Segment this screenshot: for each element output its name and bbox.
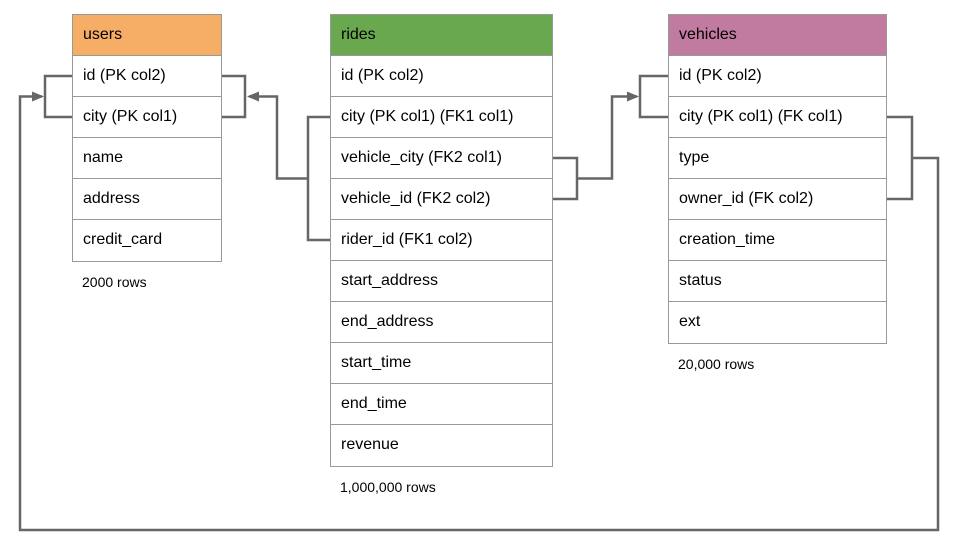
column-row: status bbox=[669, 261, 886, 302]
column-row: city (PK col1) (FK1 col1) bbox=[331, 97, 552, 138]
column-row: name bbox=[73, 138, 221, 179]
column-row: vehicle_id (FK2 col2) bbox=[331, 179, 552, 220]
fk-loop-arrow-line bbox=[18, 91, 940, 532]
fk-users-bracket-line bbox=[43, 74, 72, 119]
column-row: id (PK col2) bbox=[669, 56, 886, 97]
fk2-vehicles-bracket-line bbox=[638, 74, 668, 119]
fk2-arrow-line bbox=[577, 91, 639, 180]
column-row: address bbox=[73, 179, 221, 220]
table-rides-columns: id (PK col2)city (PK col1) (FK1 col1)veh… bbox=[331, 56, 552, 466]
table-users-row-count: 2000 rows bbox=[82, 274, 147, 290]
column-row: end_time bbox=[331, 384, 552, 425]
column-row: end_address bbox=[331, 302, 552, 343]
table-rides-row-count: 1,000,000 rows bbox=[340, 479, 436, 495]
column-row: creation_time bbox=[669, 220, 886, 261]
table-vehicles: vehicles id (PK col2)city (PK col1) (FK … bbox=[668, 14, 887, 372]
table-rides-box: rides id (PK col2)city (PK col1) (FK1 co… bbox=[330, 14, 553, 467]
fk-vehicles-bracket-line bbox=[887, 115, 914, 201]
column-row: owner_id (FK col2) bbox=[669, 179, 886, 220]
column-row: vehicle_city (FK2 col1) bbox=[331, 138, 552, 179]
table-rides-header: rides bbox=[331, 15, 552, 56]
column-row: start_time bbox=[331, 343, 552, 384]
column-row: ext bbox=[669, 302, 886, 343]
column-row: id (PK col2) bbox=[331, 56, 552, 97]
column-row: id (PK col2) bbox=[73, 56, 221, 97]
column-row: city (PK col1) (FK col1) bbox=[669, 97, 886, 138]
column-row: rider_id (FK1 col2) bbox=[331, 220, 552, 261]
table-vehicles-columns: id (PK col2)city (PK col1) (FK col1)type… bbox=[669, 56, 886, 343]
column-row: city (PK col1) bbox=[73, 97, 221, 138]
table-vehicles-row-count: 20,000 rows bbox=[678, 356, 755, 372]
column-row: start_address bbox=[331, 261, 552, 302]
fk1-arrow-line bbox=[247, 91, 308, 180]
column-row: credit_card bbox=[73, 220, 221, 261]
fk1-users-bracket-line bbox=[222, 74, 247, 119]
column-row: revenue bbox=[331, 425, 552, 466]
table-rides: rides id (PK col2)city (PK col1) (FK1 co… bbox=[330, 14, 553, 495]
table-vehicles-header: vehicles bbox=[669, 15, 886, 56]
fk1-rides-bracket-line bbox=[306, 115, 330, 242]
table-vehicles-box: vehicles id (PK col2)city (PK col1) (FK … bbox=[668, 14, 887, 344]
column-row: type bbox=[669, 138, 886, 179]
fk2-rides-bracket-line bbox=[553, 156, 579, 201]
table-users-header: users bbox=[73, 15, 221, 56]
